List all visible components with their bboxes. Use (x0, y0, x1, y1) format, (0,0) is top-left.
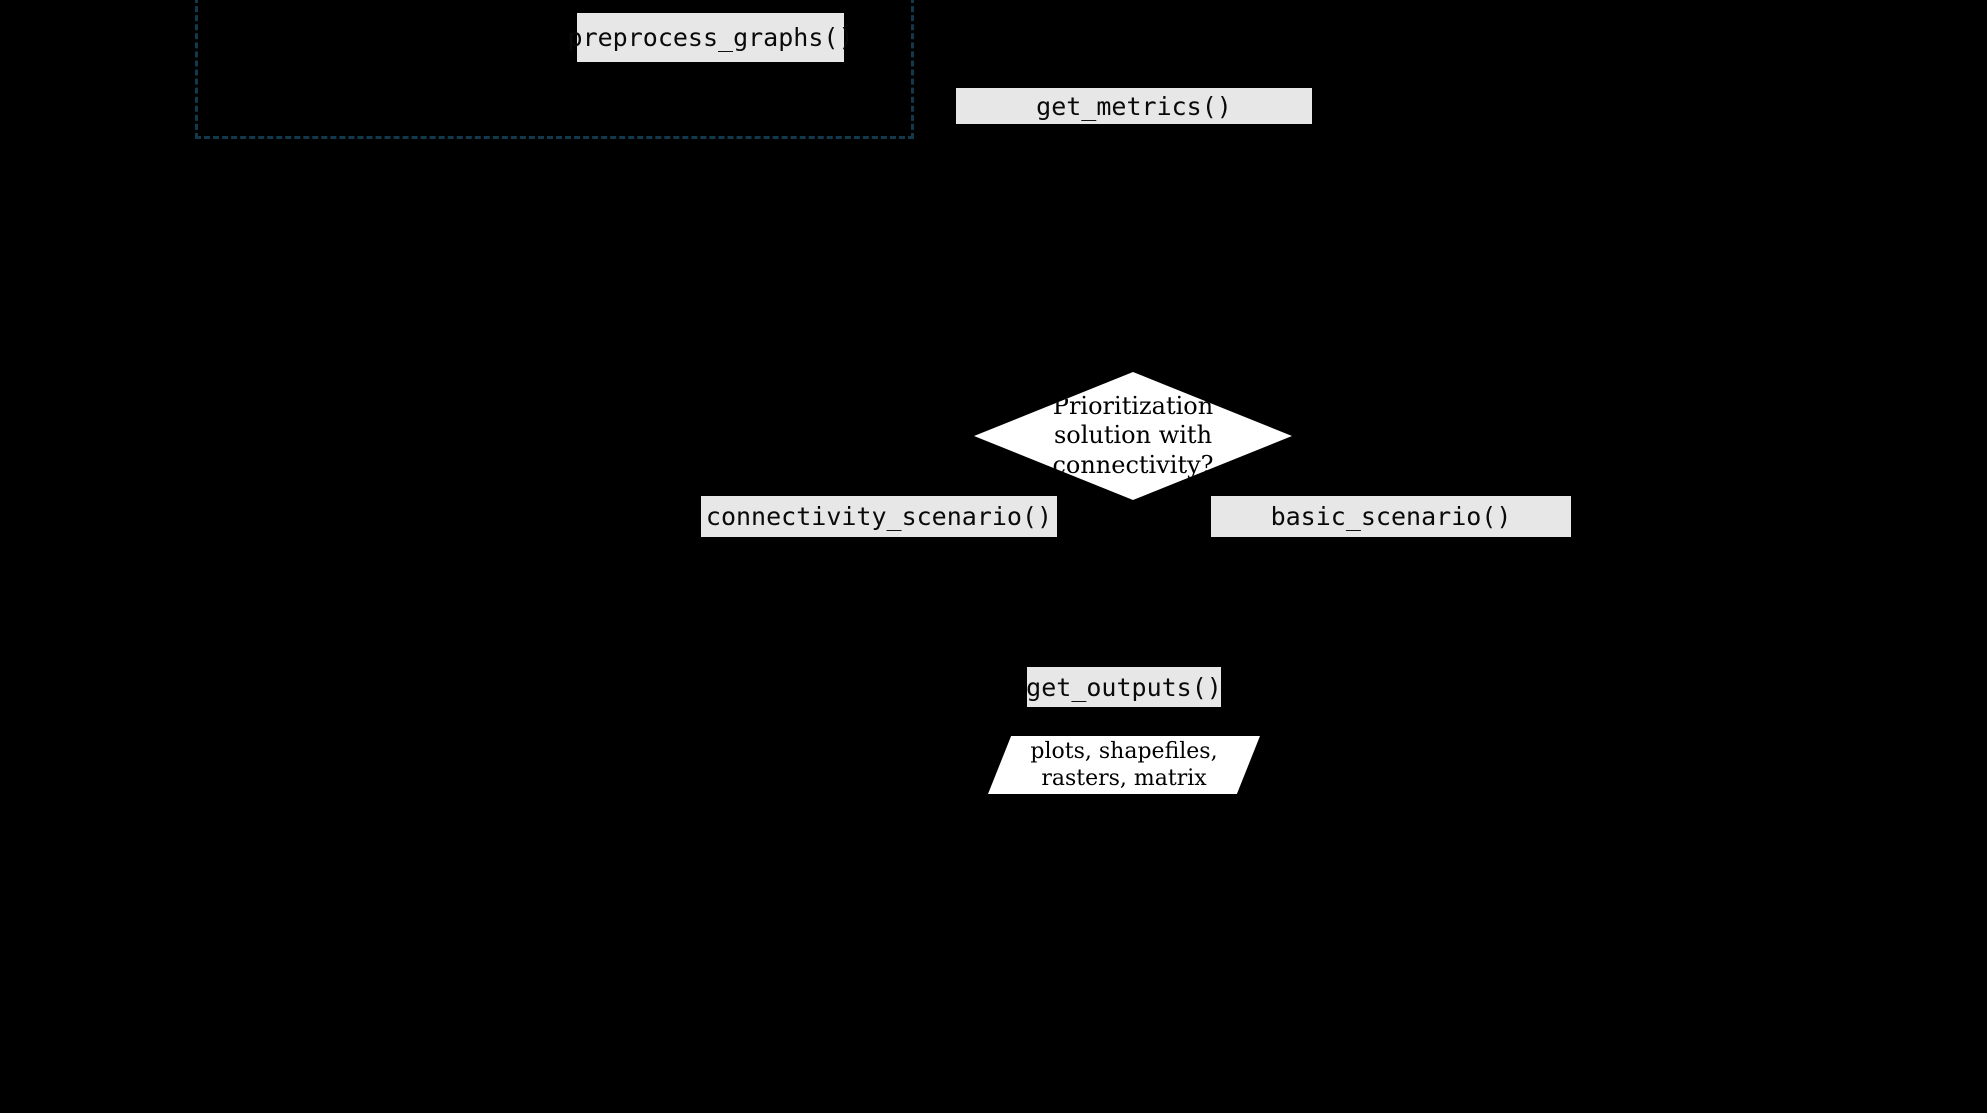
preprocessing-cluster (195, 0, 914, 139)
node-outputs-data-label: plots, shapefiles, rasters, matrix (988, 738, 1260, 793)
node-outputs-data-label-line2: rasters, matrix (1041, 766, 1207, 791)
node-decision-label-line2: solution with (1053, 421, 1213, 450)
node-basic-scenario[interactable]: basic_scenario() (1211, 496, 1571, 537)
node-decision-prioritization-connectivity[interactable]: Prioritization solution with connectivit… (974, 372, 1292, 500)
node-connectivity-scenario-label: connectivity_scenario() (705, 502, 1053, 531)
node-decision-label-line3: connectivity? (1052, 450, 1214, 479)
node-outputs-data-label-line1: plots, shapefiles, (1030, 738, 1218, 764)
node-get-outputs-label: get_outputs() (1026, 672, 1222, 702)
node-get-outputs[interactable]: get_outputs() (1026, 667, 1222, 707)
node-get-metrics[interactable]: get_metrics() (956, 88, 1312, 124)
node-decision-label-line1: Prioritization (1052, 392, 1214, 421)
node-decision-label: Prioritization solution with connectivit… (974, 392, 1292, 480)
node-get-metrics-label: get_metrics() (1036, 91, 1232, 121)
node-connectivity-scenario[interactable]: connectivity_scenario() (701, 496, 1057, 537)
node-basic-scenario-label: basic_scenario() (1270, 502, 1512, 531)
node-preprocess-graphs-label: preprocess_graphs() (567, 23, 854, 52)
node-preprocess-graphs[interactable]: preprocess_graphs() (568, 13, 854, 62)
node-outputs-data[interactable]: plots, shapefiles, rasters, matrix (988, 736, 1260, 794)
